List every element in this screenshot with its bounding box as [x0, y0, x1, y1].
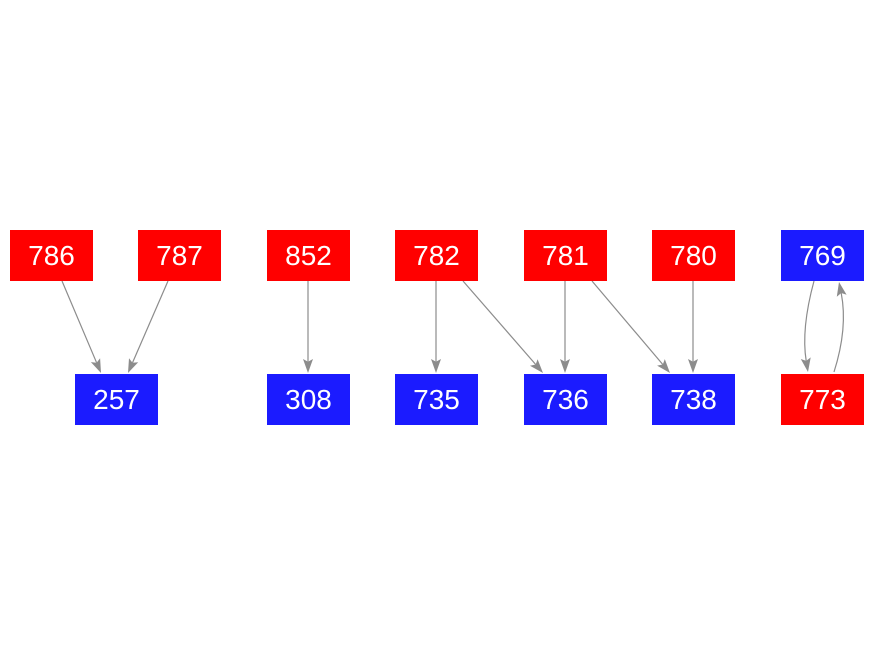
edge-line [591, 280, 664, 365]
edge-769-773 [800, 280, 815, 372]
node-787: 787 [138, 230, 221, 281]
node-label: 780 [670, 239, 717, 271]
node-label: 781 [542, 239, 589, 271]
edge-773-769 [833, 282, 847, 373]
node-label: 769 [799, 239, 846, 271]
edge-782-735 [431, 281, 441, 373]
edge-line [61, 280, 98, 363]
arrowhead-icon [688, 359, 698, 373]
node-label: 257 [93, 383, 140, 415]
edge-line [804, 280, 815, 361]
arrowhead-icon [657, 359, 670, 373]
arrowhead-icon [128, 358, 139, 373]
node-786: 786 [10, 230, 93, 281]
arrowhead-icon [800, 357, 811, 372]
arrowhead-icon [431, 359, 441, 373]
node-773: 773 [781, 374, 864, 425]
edge-line [833, 292, 845, 373]
arrowhead-icon [303, 359, 313, 373]
node-label: 736 [542, 383, 589, 415]
node-735: 735 [395, 374, 478, 425]
node-769: 769 [781, 230, 864, 281]
node-label: 852 [285, 239, 332, 271]
edge-781-736 [560, 281, 570, 373]
node-782: 782 [395, 230, 478, 281]
edge-786-257 [61, 280, 101, 373]
arrowhead-icon [90, 358, 101, 373]
node-736: 736 [524, 374, 607, 425]
node-label: 786 [28, 239, 75, 271]
edge-852-308 [303, 281, 313, 373]
arrowhead-icon [530, 359, 543, 373]
edge-782-736 [462, 280, 543, 373]
node-label: 787 [156, 239, 203, 271]
node-780: 780 [652, 230, 735, 281]
node-label: 773 [799, 383, 846, 415]
node-label: 308 [285, 383, 332, 415]
edge-line [462, 280, 537, 365]
node-label: 738 [670, 383, 717, 415]
node-738: 738 [652, 374, 735, 425]
edge-781-738 [591, 280, 670, 373]
arrowhead-icon [836, 282, 847, 297]
node-852: 852 [267, 230, 350, 281]
arrowhead-icon [560, 359, 570, 373]
node-257: 257 [75, 374, 158, 425]
node-308: 308 [267, 374, 350, 425]
node-781: 781 [524, 230, 607, 281]
edge-line [131, 280, 169, 363]
node-label: 782 [413, 239, 460, 271]
node-label: 735 [413, 383, 460, 415]
edge-787-257 [128, 280, 169, 373]
edge-780-738 [688, 281, 698, 373]
